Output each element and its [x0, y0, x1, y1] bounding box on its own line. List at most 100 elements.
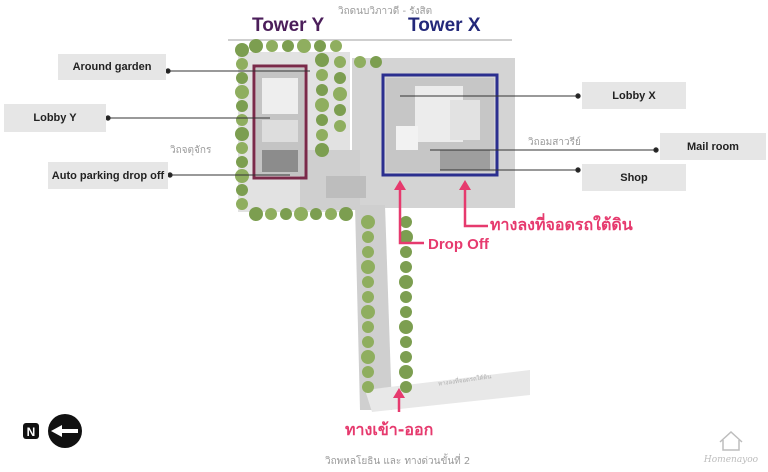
tree-icon	[249, 39, 263, 53]
north-arrow-icon: N	[23, 414, 82, 448]
tree-icon	[333, 87, 347, 101]
tree-icon	[235, 85, 249, 99]
connector-dot	[165, 68, 171, 74]
tree-icon	[362, 366, 374, 378]
road-label-right: วิถอมสาวรีย์	[528, 137, 581, 148]
drop-off-arrowhead	[394, 180, 406, 190]
tree-icon	[399, 275, 413, 289]
logo-text: Homenayoo	[703, 455, 759, 465]
annotation-entrance-exit: ทางเข้า-ออก	[345, 420, 434, 439]
tree-icon	[362, 276, 374, 288]
tree-icon	[236, 72, 248, 84]
tree-icon	[334, 72, 346, 84]
tree-icon	[362, 291, 374, 303]
label-around-garden: Around garden	[58, 54, 166, 80]
tree-icon	[399, 230, 413, 244]
tower-y-title: Tower Y	[252, 15, 325, 36]
tree-icon	[297, 39, 311, 53]
house-icon: Homenayoo	[703, 430, 759, 465]
label-lobby-y: Lobby Y	[4, 104, 106, 132]
connector-lines	[105, 68, 659, 178]
tree-icon	[235, 169, 249, 183]
connector-path	[326, 176, 366, 198]
tree-icon	[236, 58, 248, 70]
tree-icon	[316, 114, 328, 126]
tree-icon	[316, 129, 328, 141]
tree-icon	[361, 260, 375, 274]
tree-icon	[236, 100, 248, 112]
tree-icon	[280, 208, 292, 220]
pink-arrows	[393, 180, 488, 412]
tree-icon	[362, 321, 374, 333]
tree-icon	[236, 156, 248, 168]
annotation-underground-parking: ทางลงที่จอดรถใต้ดิน	[490, 215, 633, 234]
tree-icon	[361, 215, 375, 229]
tree-icon	[236, 184, 248, 196]
tree-icon	[315, 98, 329, 112]
tree-icon	[249, 207, 263, 221]
entrance-road	[365, 370, 530, 412]
tree-icon	[399, 320, 413, 334]
tree-icon	[334, 56, 346, 68]
tree-icon	[400, 381, 412, 393]
road-label-left: วิถจตุจักร	[170, 145, 212, 156]
tree-icon	[400, 246, 412, 258]
tower-x-frame	[381, 73, 499, 177]
tower-y-building	[252, 64, 308, 180]
tree-icon	[325, 208, 337, 220]
tree-icon	[330, 40, 342, 52]
tree-icon	[310, 208, 322, 220]
tree-icon	[400, 216, 412, 228]
tree-icon	[400, 261, 412, 273]
label-mail-room: Mail room	[660, 133, 766, 160]
tree-icon	[316, 69, 328, 81]
tree-icon	[362, 336, 374, 348]
entrance-arrowhead	[393, 388, 405, 398]
road-label-top: วิถดนบวิภาวดี - รังสิต	[338, 6, 433, 17]
tree-icon	[334, 104, 346, 116]
connector-dot	[167, 172, 173, 178]
parking-arrowhead	[459, 180, 471, 190]
tree-icon	[339, 207, 353, 221]
homenayoo-logo: Homenayoo	[700, 420, 762, 466]
north-compass: N	[22, 413, 86, 449]
tower-y-parking	[262, 150, 298, 172]
tower-x-title: Tower X	[408, 15, 481, 36]
tower-y-lobby	[262, 78, 298, 114]
tower-y-core	[262, 120, 298, 142]
tree-icon	[235, 127, 249, 141]
tree-icon	[282, 40, 294, 52]
tree-icon	[236, 198, 248, 210]
tree-icon	[400, 351, 412, 363]
tower-x-shop	[440, 150, 490, 170]
tree-icon	[236, 142, 248, 154]
road-label-bottom: วิถพหลโยธิน และ ทางด่วนขั้นที่ 2	[325, 456, 471, 467]
tower-y-frame	[252, 64, 308, 180]
trees	[235, 39, 413, 393]
tree-icon	[265, 208, 277, 220]
tower-x-room	[396, 126, 418, 150]
tree-icon	[400, 306, 412, 318]
tree-icon	[316, 84, 328, 96]
tree-icon	[362, 231, 374, 243]
tree-icon	[361, 305, 375, 319]
compass-letter: N	[27, 425, 36, 439]
parking-arrow	[463, 183, 488, 228]
tree-icon	[235, 43, 249, 57]
connector-dot	[575, 167, 581, 173]
tree-icon	[370, 56, 382, 68]
tree-icon	[354, 56, 366, 68]
tower-x-building	[381, 73, 499, 177]
tree-icon	[236, 114, 248, 126]
connector-dot	[105, 115, 111, 121]
tree-icon	[361, 350, 375, 364]
tree-icon	[400, 336, 412, 348]
annotation-drop-off: Drop Off	[428, 236, 489, 253]
connector-dot	[575, 93, 581, 99]
tree-icon	[294, 207, 308, 221]
tree-icon	[362, 381, 374, 393]
tree-icon	[400, 291, 412, 303]
connector-dot	[653, 147, 659, 153]
tree-icon	[266, 40, 278, 52]
label-lobby-x: Lobby X	[582, 82, 686, 109]
